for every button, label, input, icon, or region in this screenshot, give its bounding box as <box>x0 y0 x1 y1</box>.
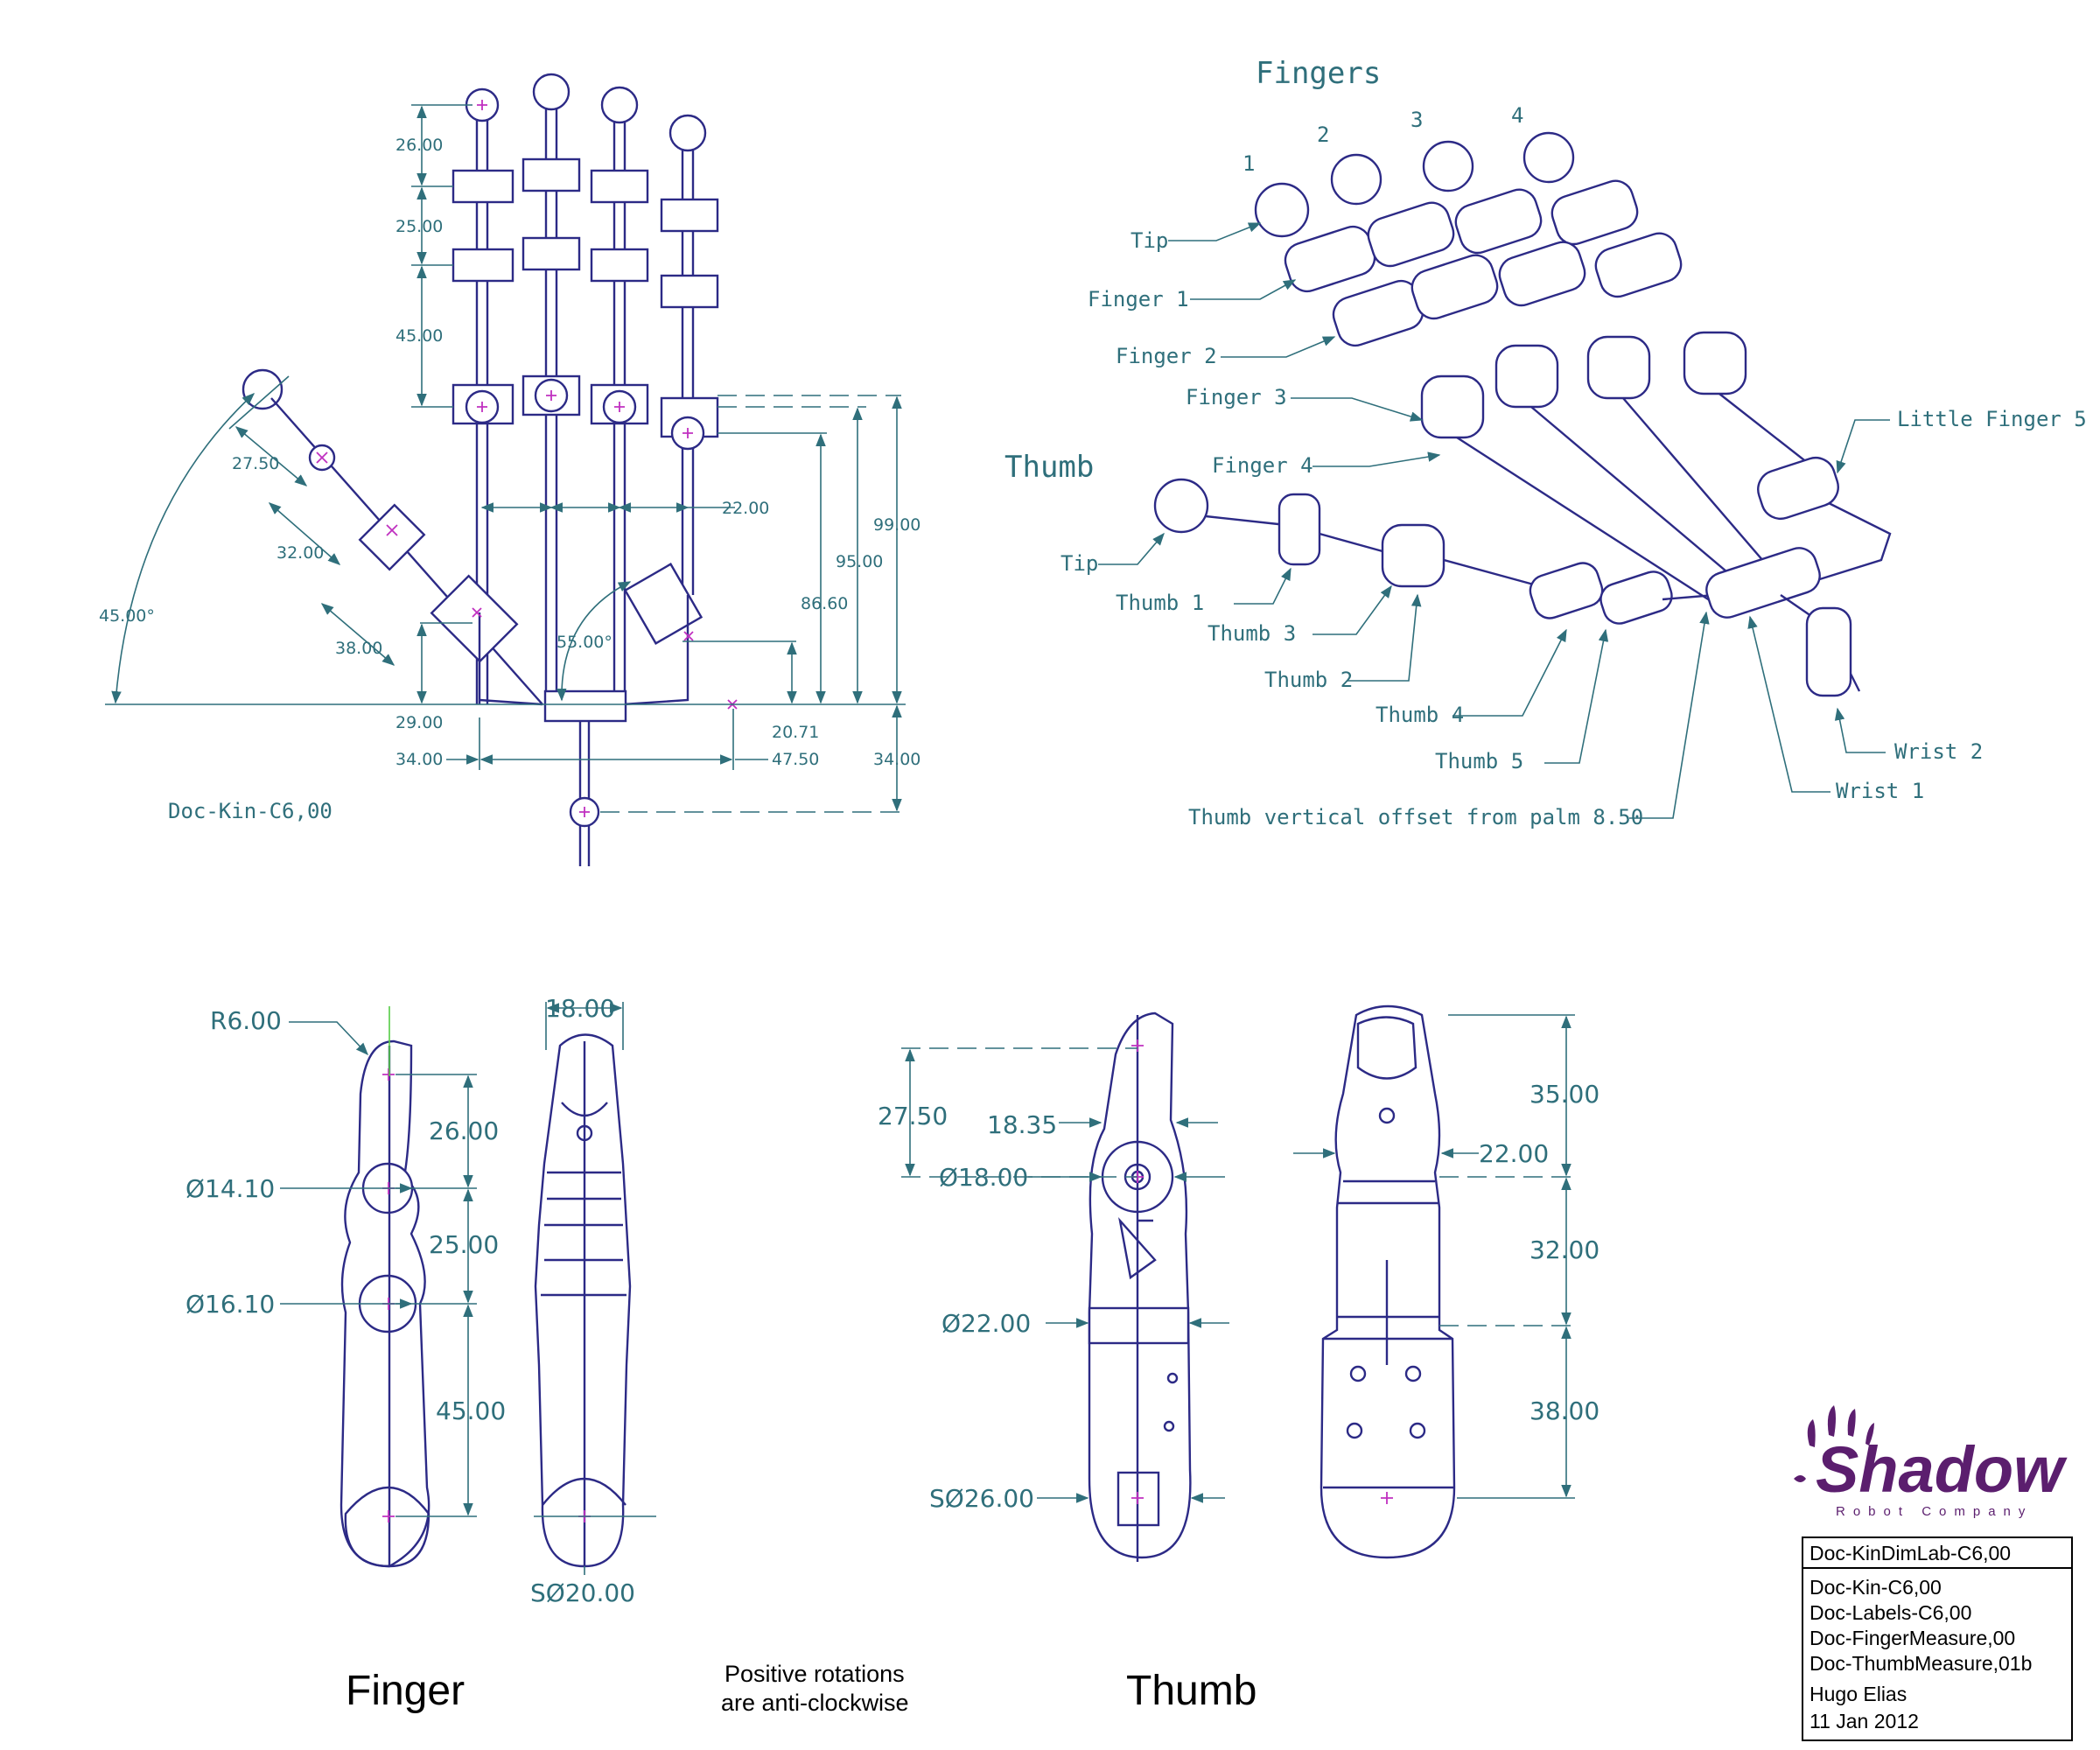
rotation-note-line2: are anti-clockwise <box>721 1690 909 1716</box>
finger-2-chain <box>522 73 581 704</box>
finger-view-title: Finger <box>346 1668 465 1714</box>
dim-25: 25.00 <box>396 217 443 236</box>
kinematic-diagram: 26.00 25.00 45.00 27.50 32.00 38.00 29.0… <box>99 73 920 866</box>
dim-47-50: 47.50 <box>772 750 819 769</box>
thumb-heading: Thumb <box>1004 450 1094 485</box>
title-block: Doc-KinDimLab-C6,00 Doc-Kin-C6,00 Doc-La… <box>1802 1536 2073 1741</box>
label-thumb-tip: Tip <box>1060 551 1098 576</box>
fingers-heading: Fingers <box>1256 56 1381 91</box>
finger-dim-h26: 26.00 <box>429 1116 499 1145</box>
finger-3-chain <box>590 86 649 704</box>
label-thumb-4: Thumb 4 <box>1376 703 1464 727</box>
dim-29: 29.00 <box>396 713 443 732</box>
dim-34-left: 34.00 <box>396 750 443 769</box>
label-thumb-5: Thumb 5 <box>1435 749 1523 774</box>
thumb-front-profile <box>1320 1004 1456 1559</box>
iso-thumb <box>1153 478 1716 625</box>
iso-fingers <box>1254 131 1892 606</box>
dim-20-71: 20.71 <box>772 723 819 742</box>
thumb-dim-h27-50: 27.50 <box>878 1102 948 1130</box>
label-thumb-1: Thumb 1 <box>1116 591 1204 615</box>
hand-dimension-lines <box>105 104 906 813</box>
rotation-note-line1: Positive rotations <box>724 1661 905 1687</box>
title-block-ref-2: Doc-Labels-C6,00 <box>1810 1601 1971 1624</box>
finger-dimension-lines <box>280 1002 656 1575</box>
label-wrist-2: Wrist 2 <box>1894 739 1983 764</box>
iso-wrist <box>1705 547 1861 697</box>
finger-number-1: 1 <box>1242 151 1255 176</box>
kin-doc-title: Doc-Kin-C6,00 <box>168 799 332 823</box>
label-thumb-offset: Thumb vertical offset from palm 8.50 <box>1188 805 1643 830</box>
thumb-view-title: Thumb <box>1126 1668 1256 1714</box>
dim-32: 32.00 <box>276 543 324 563</box>
dim-38: 38.00 <box>335 639 382 658</box>
thumb-measure-view: 27.50 18.35 Ø18.00 Ø22.00 SØ26.00 35.00 … <box>878 1004 1600 1562</box>
shadow-logo: Shadow Robot Company <box>1794 1405 2068 1519</box>
title-block-date: 11 Jan 2012 <box>1810 1710 1919 1732</box>
title-block-author: Hugo Elias <box>1810 1683 1907 1705</box>
title-block-doc-id: Doc-KinDimLab-C6,00 <box>1810 1542 2011 1564</box>
title-block-ref-4: Doc-ThumbMeasure,01b <box>1810 1652 2032 1675</box>
label-little-finger-5: Little Finger 5 <box>1897 407 2087 431</box>
finger-dim-s20: SØ20.00 <box>530 1578 635 1607</box>
logo-name: Shadow <box>1816 1433 2068 1506</box>
finger-number-2: 2 <box>1317 122 1329 147</box>
label-thumb-2: Thumb 2 <box>1264 668 1353 692</box>
dim-86-60: 86.60 <box>801 594 848 613</box>
isometric-hand-view: Fingers 1 2 3 4 Thumb Tip Finger 1 Finge… <box>1004 56 2087 830</box>
finger-dim-h25: 25.00 <box>429 1230 499 1259</box>
finger-dim-r6: R6.00 <box>210 1006 282 1035</box>
thumb-dim-w22: 22.00 <box>1479 1139 1549 1168</box>
thumb-side-profile <box>1088 1012 1192 1562</box>
thumb-dim-d22: Ø22.00 <box>942 1309 1031 1338</box>
dim-99: 99.00 <box>873 515 920 535</box>
finger-dim-d14: Ø14.10 <box>186 1174 275 1203</box>
dim-22: 22.00 <box>722 499 769 518</box>
label-finger-1: Finger 1 <box>1088 287 1189 312</box>
thumb-dim-w18-35: 18.35 <box>987 1110 1057 1139</box>
finger-number-3: 3 <box>1410 108 1423 132</box>
thumb-dim-d18: Ø18.00 <box>939 1163 1028 1192</box>
thumb-dim-h38: 38.00 <box>1530 1396 1600 1425</box>
dim-45-deg: 45.00° <box>99 606 155 626</box>
finger-dim-d16: Ø16.10 <box>186 1290 275 1319</box>
label-wrist-1: Wrist 1 <box>1836 779 1924 803</box>
title-block-ref-1: Doc-Kin-C6,00 <box>1810 1576 1942 1599</box>
joint-markers <box>316 100 738 817</box>
label-finger-2: Finger 2 <box>1116 344 1217 368</box>
dim-55-deg: 55.00° <box>556 633 612 652</box>
dim-95: 95.00 <box>836 552 883 571</box>
finger-measure-view: R6.00 18.00 26.00 Ø14.10 25.00 Ø16.10 45… <box>186 994 656 1607</box>
thumb-dimension-lines <box>901 1014 1575 1503</box>
label-tip: Tip <box>1130 228 1168 253</box>
finger-4-chain <box>622 114 719 706</box>
dim-26: 26.00 <box>396 136 443 155</box>
finger-front-profile <box>534 1033 632 1568</box>
dim-45: 45.00 <box>396 326 443 346</box>
title-block-ref-3: Doc-FingerMeasure,00 <box>1810 1627 2015 1649</box>
logo-tagline: Robot Company <box>1836 1504 2033 1519</box>
label-finger-4: Finger 4 <box>1212 453 1313 478</box>
label-finger-3: Finger 3 <box>1186 385 1287 410</box>
wrist-assembly <box>543 690 627 866</box>
dim-34-right: 34.00 <box>873 750 920 769</box>
label-thumb-3: Thumb 3 <box>1208 621 1296 646</box>
hand-mark-icon <box>1794 1405 1874 1482</box>
finger-dim-h45: 45.00 <box>436 1396 506 1425</box>
thumb-dim-h32: 32.00 <box>1530 1236 1600 1264</box>
thumb-dim-h35: 35.00 <box>1530 1080 1600 1109</box>
finger-side-profile <box>340 1006 430 1568</box>
finger-number-4: 4 <box>1511 103 1523 128</box>
finger-dim-w18: 18.00 <box>545 994 615 1023</box>
thumb-dim-s26: SØ26.00 <box>929 1484 1034 1513</box>
iso-leader-lines <box>1098 222 1890 819</box>
dim-27-50: 27.50 <box>232 454 279 473</box>
